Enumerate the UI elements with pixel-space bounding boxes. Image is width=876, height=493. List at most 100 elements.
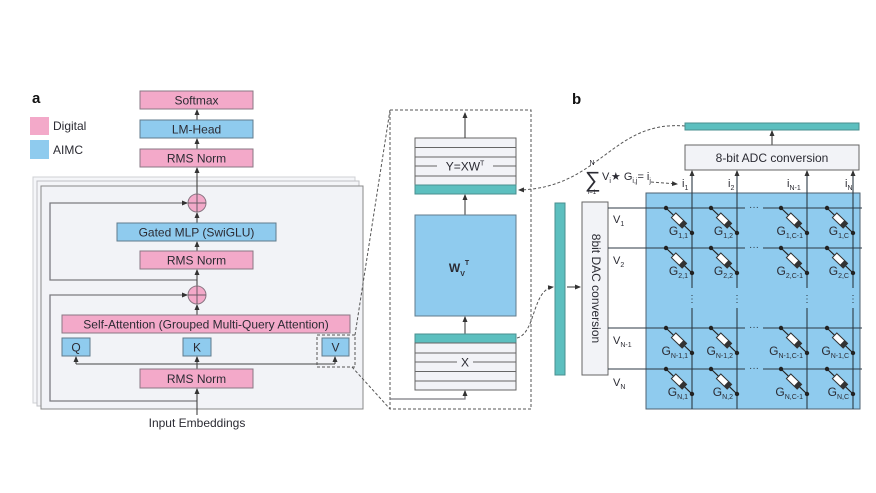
softmax-label: Softmax bbox=[174, 94, 218, 108]
residual-connection-attention bbox=[49, 292, 197, 402]
column-node-dot bbox=[850, 391, 856, 397]
row-node-dot bbox=[824, 366, 830, 372]
output-buffer bbox=[684, 122, 860, 131]
sigma-lower: i=1 bbox=[588, 190, 597, 196]
resistor-icon bbox=[831, 212, 849, 229]
resistor-band bbox=[723, 220, 732, 229]
memory-cell: GN,C-1 bbox=[775, 366, 810, 401]
panel-b-label: b bbox=[572, 91, 581, 108]
input-buffer bbox=[554, 202, 566, 376]
column-ellipsis: ⋮ bbox=[802, 294, 812, 305]
resistor-band bbox=[723, 381, 732, 390]
conductance-label: G1,2 bbox=[714, 224, 733, 240]
current-label-1: i1 bbox=[682, 178, 688, 192]
resistor-band bbox=[839, 340, 848, 349]
column-node-dot bbox=[804, 350, 810, 356]
column-node-dot bbox=[850, 350, 856, 356]
column-node-dot bbox=[734, 350, 740, 356]
lm-head-block: LM-Head bbox=[139, 119, 254, 139]
column-ellipsis: ⋮ bbox=[732, 294, 742, 305]
resistor-icon bbox=[785, 373, 803, 390]
sigma-upper: N bbox=[589, 160, 594, 167]
arrow-input-in bbox=[390, 390, 468, 400]
legend-digital-swatch bbox=[30, 117, 49, 135]
input-matrix: X bbox=[414, 333, 517, 391]
conductance-label: GN-1,1 bbox=[662, 344, 689, 360]
resistor-band bbox=[678, 381, 687, 390]
conductance-label: GN,1 bbox=[668, 385, 688, 401]
resistor-icon bbox=[785, 332, 803, 349]
resistor-icon bbox=[670, 373, 688, 390]
resistor-band bbox=[678, 260, 687, 269]
resistor-icon bbox=[831, 373, 849, 390]
weight-matrix-label: WVT bbox=[449, 260, 470, 278]
memory-cell: GN-1,C-1 bbox=[769, 325, 810, 360]
row-node-dot bbox=[778, 245, 784, 251]
column-node-dot bbox=[850, 230, 856, 236]
current-label-n: iN bbox=[845, 178, 853, 192]
softmax-block: Softmax bbox=[139, 90, 254, 110]
zoom-connector-top bbox=[354, 109, 391, 336]
weight-matrix: WVT bbox=[414, 214, 517, 317]
memory-cell: G1,2 bbox=[708, 205, 740, 240]
self-attention-label: Self-Attention (Grouped Multi-Query Atte… bbox=[83, 318, 328, 332]
dac-label: 8bit DAC conversion bbox=[589, 234, 603, 343]
mac-formula: ∑ N i=1 Vi★ Gi,j= ij bbox=[585, 160, 678, 196]
voltage-label-n-1: VN-1 bbox=[613, 335, 632, 349]
rms-norm-attention-block: RMS Norm bbox=[139, 368, 254, 389]
resistor-icon bbox=[831, 332, 849, 349]
link-adc-to-output bbox=[518, 125, 686, 193]
v-block: V bbox=[321, 337, 350, 357]
resistor-icon bbox=[670, 252, 688, 269]
memory-cell: G2,C bbox=[824, 245, 856, 280]
conductance-label: GN,C bbox=[828, 385, 849, 401]
conductance-label: G1,C bbox=[829, 224, 849, 240]
add-node-attention bbox=[187, 285, 207, 305]
q-block: Q bbox=[61, 337, 91, 357]
column-node-dot bbox=[734, 230, 740, 236]
rms-norm-final-block: RMS Norm bbox=[139, 148, 254, 168]
row-node-dot bbox=[708, 325, 714, 331]
rms-norm-mlp-block: RMS Norm bbox=[139, 250, 254, 270]
column-node-dot bbox=[734, 270, 740, 276]
resistor-band bbox=[839, 220, 848, 229]
add-node-mlp bbox=[187, 193, 207, 213]
resistor-icon bbox=[831, 252, 849, 269]
column-node-dot bbox=[689, 270, 695, 276]
memory-cell: G1,C bbox=[824, 205, 856, 240]
memory-cell: GN,C bbox=[824, 366, 856, 401]
memory-cell: GN,2 bbox=[708, 366, 740, 401]
column-node-dot bbox=[689, 391, 695, 397]
residual-connection-mlp bbox=[49, 200, 197, 281]
q-label: Q bbox=[71, 341, 80, 355]
conductance-label: G2,2 bbox=[714, 264, 733, 280]
resistor-band bbox=[793, 381, 802, 390]
row-ellipsis: ··· bbox=[749, 322, 759, 333]
resistor-icon bbox=[715, 332, 733, 349]
zoom-connector-bottom bbox=[351, 366, 391, 410]
column-node-dot bbox=[850, 270, 856, 276]
resistor-icon bbox=[785, 252, 803, 269]
self-attention-block: Self-Attention (Grouped Multi-Query Atte… bbox=[61, 314, 351, 334]
column-node-dot bbox=[804, 230, 810, 236]
row-node-dot bbox=[663, 245, 669, 251]
formula-arrow bbox=[650, 181, 678, 187]
row-ellipsis: ··· bbox=[749, 363, 759, 374]
gated-mlp-label: Gated MLP (SwiGLU) bbox=[139, 226, 255, 240]
row-node-dot bbox=[708, 366, 714, 372]
gated-mlp-block: Gated MLP (SwiGLU) bbox=[116, 222, 277, 242]
column-node-dot bbox=[734, 391, 740, 397]
output-matrix: Y=XWT bbox=[414, 137, 517, 195]
conductance-label: G2,1 bbox=[669, 264, 688, 280]
conductance-label: GN-1,C bbox=[821, 344, 849, 360]
row-node-dot bbox=[708, 245, 714, 251]
resistor-band bbox=[839, 260, 848, 269]
v-projection-detail: Y=XWT WVT X bbox=[389, 109, 532, 410]
resistor-band bbox=[793, 220, 802, 229]
row-node-dot bbox=[778, 205, 784, 211]
input-buffer-row bbox=[414, 333, 517, 344]
link-input-to-dac bbox=[516, 285, 554, 339]
row-node-dot bbox=[824, 245, 830, 251]
input-matrix-label: X bbox=[461, 356, 469, 370]
